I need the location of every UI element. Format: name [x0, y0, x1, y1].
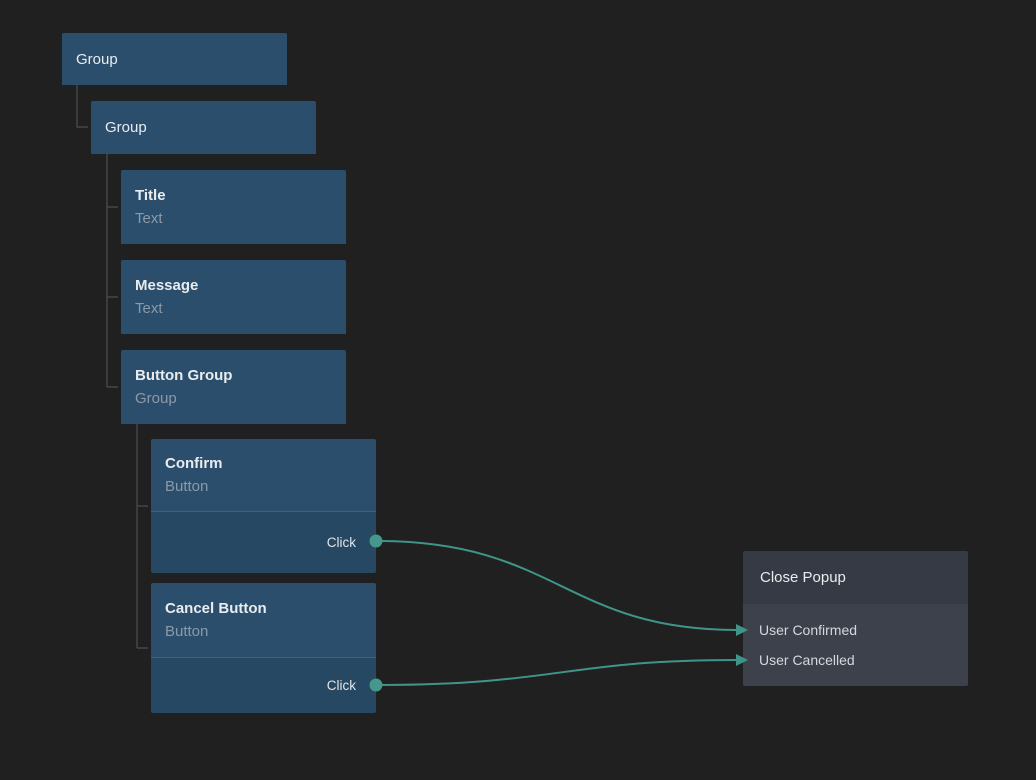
node-title: Title [135, 187, 166, 204]
node-output-ports: Click [151, 511, 376, 573]
node-title: Button Group [135, 367, 233, 384]
node-title: Group [76, 50, 118, 68]
event-wire [377, 540, 738, 631]
node-subtitle: Text [135, 210, 163, 227]
node-header: Group [62, 33, 287, 85]
event-wire [377, 659, 738, 686]
input-port-label: User Cancelled [759, 652, 855, 668]
node-subtitle: Button [165, 478, 209, 495]
node-subtitle: Group [135, 390, 177, 407]
output-port-row[interactable]: Click [151, 678, 376, 693]
output-port-label: Click [326, 535, 356, 550]
node-title: Message [135, 277, 199, 294]
node-output-ports: Click [151, 657, 376, 713]
input-port-row[interactable]: User Cancelled [743, 645, 968, 675]
output-port-row[interactable]: Click [151, 535, 376, 550]
node-subtitle: Text [135, 300, 163, 317]
output-port-label: Click [326, 678, 356, 693]
node-title: Confirm [165, 455, 223, 472]
tree-connector-line [106, 154, 118, 388]
tree-connector-line [76, 85, 88, 128]
input-port-row[interactable]: User Confirmed [743, 615, 968, 645]
node-group-2[interactable]: Group [91, 101, 316, 154]
input-port-label: User Confirmed [759, 622, 858, 638]
node-subtitle: Button [165, 623, 209, 640]
node-header: Group [91, 101, 316, 154]
node-title: Cancel Button [165, 600, 267, 617]
node-title: Group [105, 119, 147, 136]
tree-connector-line [136, 424, 148, 649]
node-group-1[interactable]: Group [62, 33, 287, 85]
node-header: Close Popup [743, 551, 968, 604]
node-title: Close Popup [760, 569, 846, 586]
